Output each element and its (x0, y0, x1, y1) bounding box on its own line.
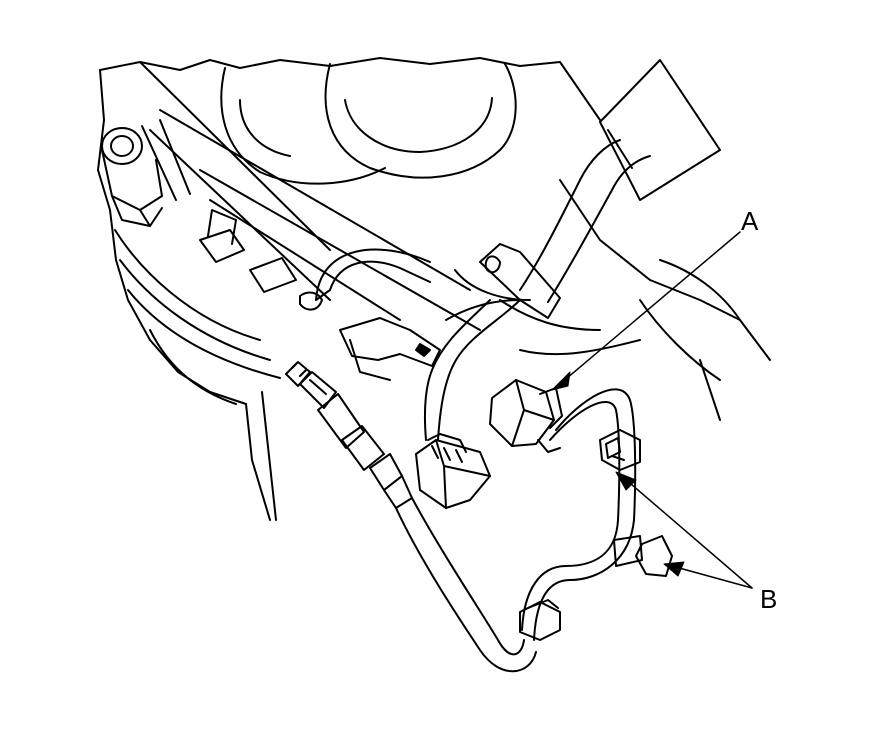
callout-label-b: B (760, 584, 778, 614)
oxygen-sensor (285, 361, 537, 673)
harness-loop (519, 388, 673, 641)
engine-block (97, 57, 771, 521)
callout-label-a: A (741, 206, 759, 236)
upper-right-hose (423, 59, 721, 441)
coolant-hose (299, 248, 441, 381)
spark-plug-bolt (101, 119, 191, 227)
sensor-connector-a (489, 379, 563, 453)
leader-line-a (551, 231, 741, 391)
leader-lines-b (615, 471, 753, 589)
lower-connector (415, 433, 491, 509)
